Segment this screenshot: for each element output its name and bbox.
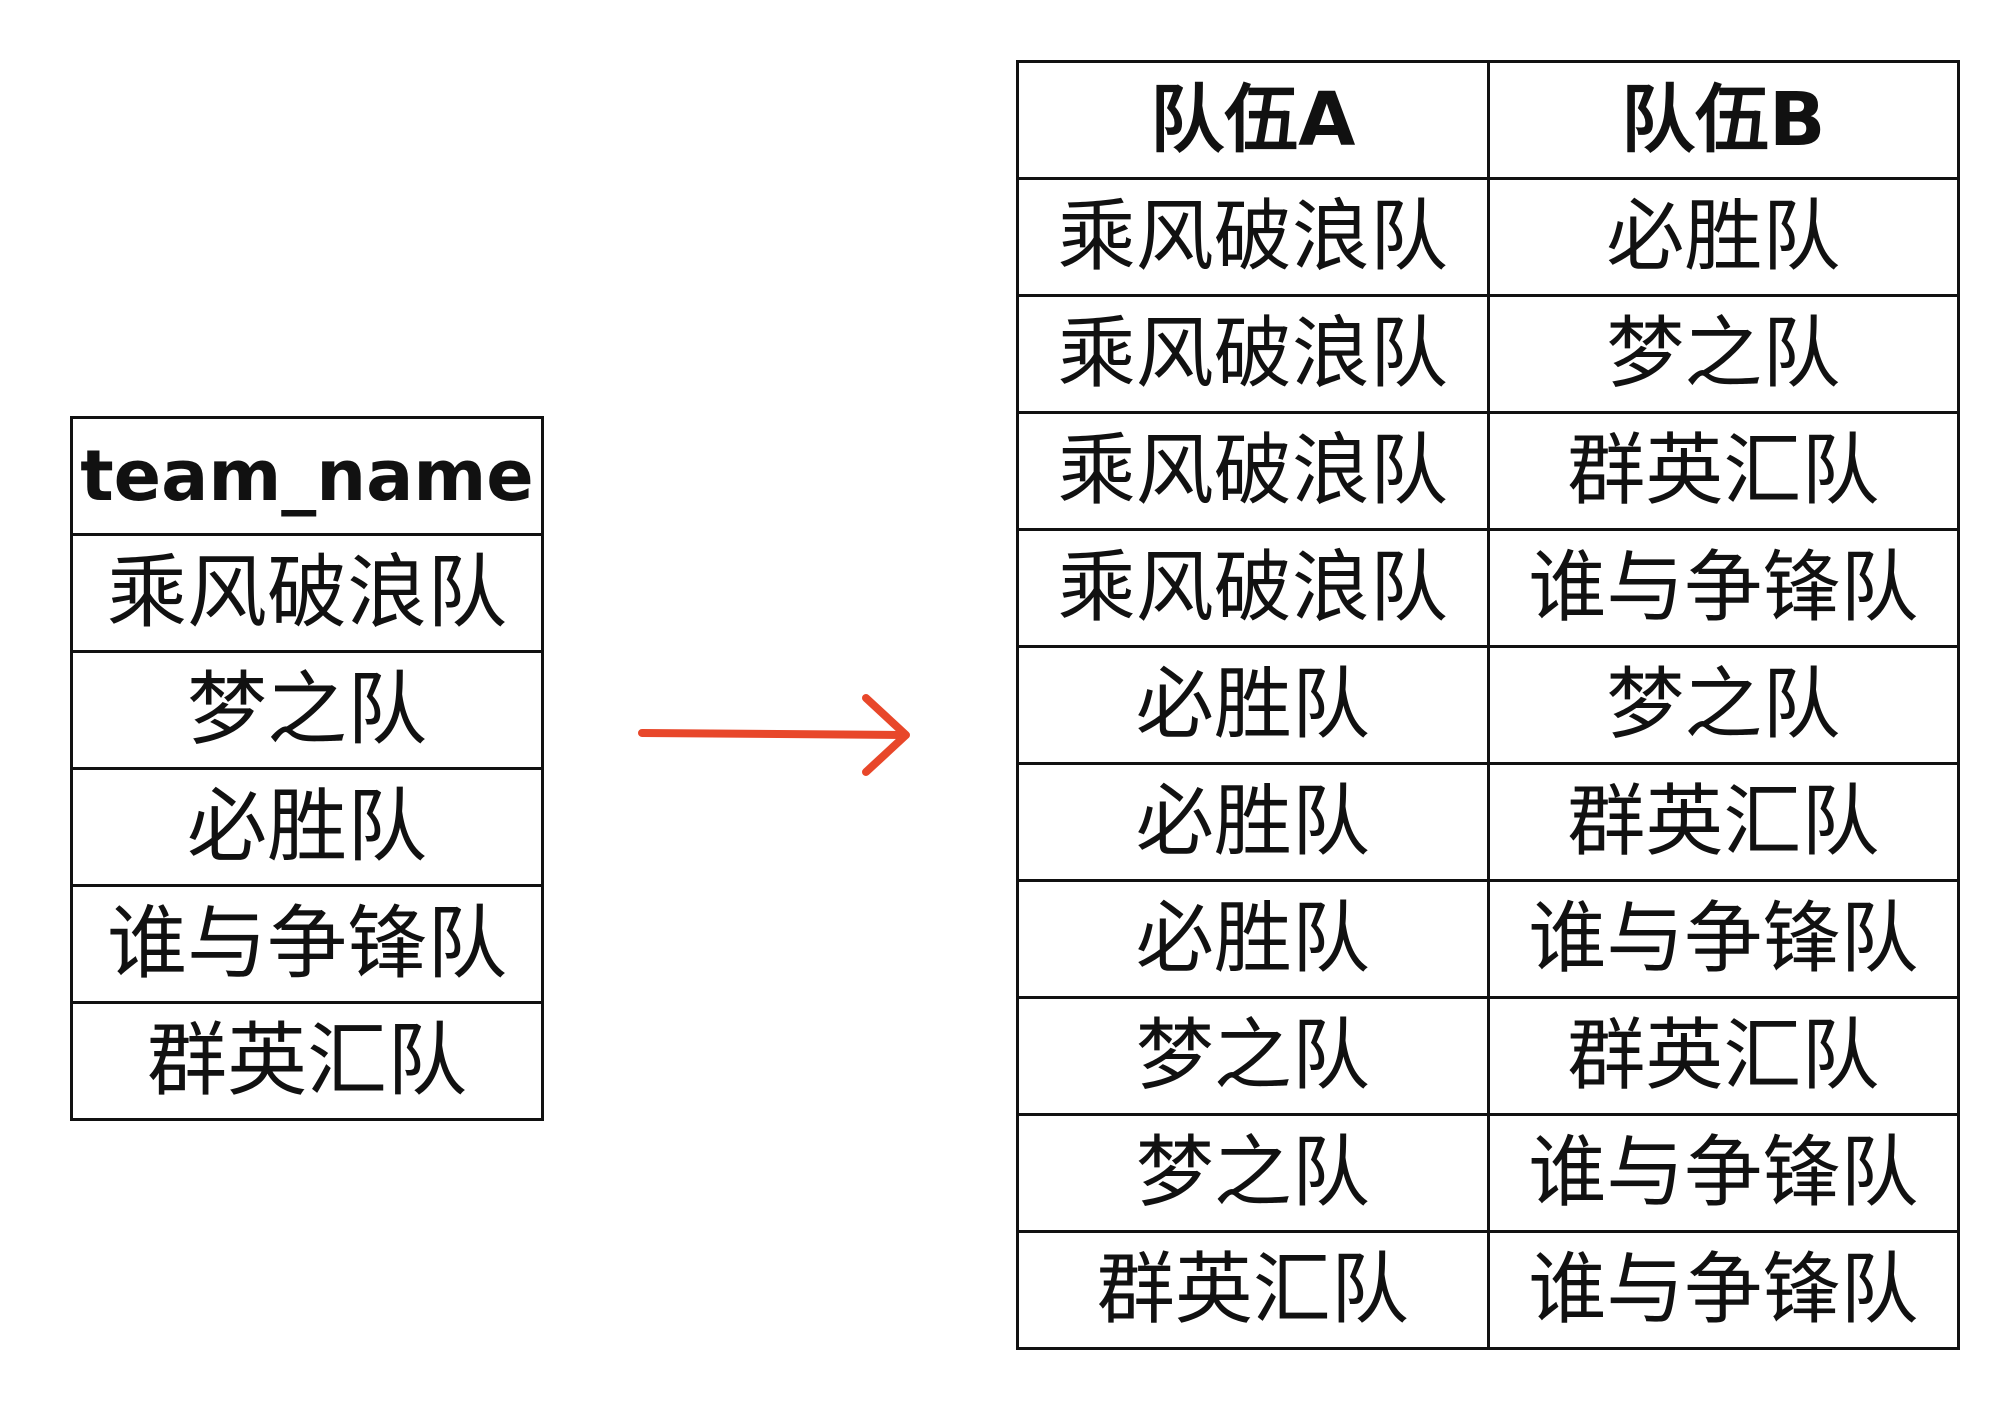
source-header-cell: team_name xyxy=(70,416,544,536)
team-a-cell: 梦之队 xyxy=(1016,1113,1490,1233)
team-b-cell: 谁与争锋队 xyxy=(1486,1113,1960,1233)
team-b-cell: 梦之队 xyxy=(1486,645,1960,765)
table-row: 必胜队 谁与争锋队 xyxy=(1016,879,1960,999)
table-row: 乘风破浪队 xyxy=(70,533,544,653)
table-row: 群英汇队 谁与争锋队 xyxy=(1016,1230,1960,1350)
team-a-cell: 梦之队 xyxy=(1016,996,1490,1116)
table-row: 谁与争锋队 xyxy=(70,884,544,1004)
table-row: 必胜队 梦之队 xyxy=(1016,645,1960,765)
table-row: 乘风破浪队 梦之队 xyxy=(1016,294,1960,414)
arrow-head xyxy=(862,694,910,776)
source-cell: 群英汇队 xyxy=(70,1001,544,1121)
team-b-cell: 群英汇队 xyxy=(1486,996,1960,1116)
team-b-cell: 群英汇队 xyxy=(1486,411,1960,531)
team-a-cell: 乘风破浪队 xyxy=(1016,294,1490,414)
result-header-row: 队伍A 队伍B xyxy=(1016,60,1960,180)
team-a-cell: 群英汇队 xyxy=(1016,1230,1490,1350)
source-cell: 必胜队 xyxy=(70,767,544,887)
source-cell: 乘风破浪队 xyxy=(70,533,544,653)
result-table: 队伍A 队伍B 乘风破浪队 必胜队 乘风破浪队 梦之队 乘风破浪队 群英汇队 乘… xyxy=(1016,60,1960,1350)
source-cell: 谁与争锋队 xyxy=(70,884,544,1004)
table-row: 梦之队 群英汇队 xyxy=(1016,996,1960,1116)
arrow-shaft xyxy=(638,729,906,739)
table-row: 乘风破浪队 必胜队 xyxy=(1016,177,1960,297)
table-row: 群英汇队 xyxy=(70,1001,544,1121)
team-a-cell: 必胜队 xyxy=(1016,879,1490,999)
table-row: 梦之队 谁与争锋队 xyxy=(1016,1113,1960,1233)
team-b-cell: 梦之队 xyxy=(1486,294,1960,414)
team-a-cell: 乘风破浪队 xyxy=(1016,177,1490,297)
table-row: 必胜队 群英汇队 xyxy=(1016,762,1960,882)
result-header-cell-b: 队伍B xyxy=(1486,60,1960,180)
team-b-cell: 谁与争锋队 xyxy=(1486,879,1960,999)
source-table: team_name 乘风破浪队 梦之队 必胜队 谁与争锋队 群英汇队 xyxy=(70,416,544,1121)
team-b-cell: 必胜队 xyxy=(1486,177,1960,297)
source-cell: 梦之队 xyxy=(70,650,544,770)
result-header-cell-a: 队伍A xyxy=(1016,60,1490,180)
table-row: 梦之队 xyxy=(70,650,544,770)
team-a-cell: 乘风破浪队 xyxy=(1016,411,1490,531)
team-a-cell: 乘风破浪队 xyxy=(1016,528,1490,648)
right-arrow-icon xyxy=(638,694,910,776)
team-b-cell: 谁与争锋队 xyxy=(1486,1230,1960,1350)
table-row: 乘风破浪队 群英汇队 xyxy=(1016,411,1960,531)
source-header-row: team_name xyxy=(70,416,544,536)
table-row: 必胜队 xyxy=(70,767,544,887)
team-b-cell: 群英汇队 xyxy=(1486,762,1960,882)
team-a-cell: 必胜队 xyxy=(1016,762,1490,882)
table-row: 乘风破浪队 谁与争锋队 xyxy=(1016,528,1960,648)
team-a-cell: 必胜队 xyxy=(1016,645,1490,765)
team-b-cell: 谁与争锋队 xyxy=(1486,528,1960,648)
